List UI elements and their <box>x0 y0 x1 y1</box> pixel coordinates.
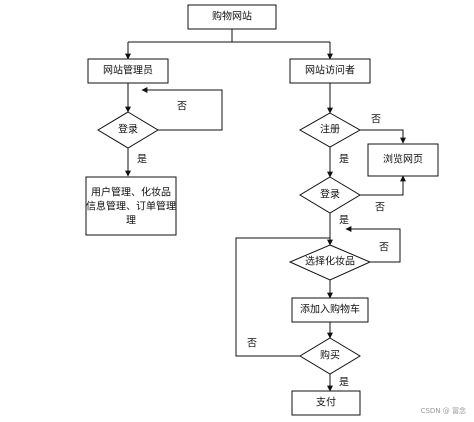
edge-login-no <box>360 175 406 196</box>
edge-select-no-loop <box>345 226 401 263</box>
admin-functions-box <box>85 176 177 236</box>
select-cosmetics-label: 选择化妆品 <box>305 255 355 268</box>
select-cosmetics-diamond <box>288 244 372 281</box>
watermark: CSDN @ 冨念 <box>421 406 466 415</box>
admin-functions-line3: 理 <box>126 215 136 227</box>
register-diamond <box>298 112 362 148</box>
admin-box <box>87 58 169 84</box>
register-label: 注册 <box>320 123 340 136</box>
edge-admin-login-no-loop <box>141 87 223 131</box>
browse-label: 浏览网页 <box>383 153 423 166</box>
shop-site-label: 购物网站 <box>212 10 252 23</box>
browse-box <box>367 143 439 177</box>
admin-functions-line2: 信息管理、订单管理 <box>86 200 176 213</box>
add-to-cart-box <box>291 297 369 323</box>
edges <box>125 29 406 392</box>
admin-label: 网站管理员 <box>103 64 153 77</box>
purchase-yes-label: 是 <box>339 377 349 389</box>
select-no-label: 否 <box>379 242 389 254</box>
visitor-login-diamond <box>299 176 361 214</box>
pay-box <box>291 390 361 416</box>
admin-login-diamond <box>97 111 159 149</box>
visitor-label: 网站访问者 <box>305 64 355 77</box>
edge-purchase-no-loop <box>235 237 330 357</box>
purchase-no-label: 否 <box>247 338 257 350</box>
nodes <box>85 4 439 416</box>
add-to-cart-label: 添加入购物车 <box>300 303 360 316</box>
admin-login-label: 登录 <box>118 123 138 136</box>
register-yes-label: 是 <box>339 154 349 166</box>
admin-login-yes-label: 是 <box>137 154 147 166</box>
pay-label: 支付 <box>316 396 336 409</box>
node-labels: 购物网站 网站管理员 网站访问者 登录 用户管理、化妆品 信息管理、订单管理 理… <box>86 10 423 409</box>
purchase-diamond <box>299 337 361 375</box>
purchase-label: 购买 <box>320 349 340 362</box>
visitor-box <box>289 58 371 84</box>
edge-labels: 否 是 否 是 否 是 否 否 是 <box>137 101 389 389</box>
shop-site-box <box>187 4 277 30</box>
visitor-login-label: 登录 <box>320 188 340 201</box>
register-no-label: 否 <box>371 114 381 126</box>
login-yes-label: 是 <box>339 215 349 227</box>
login-no-label: 否 <box>375 202 385 214</box>
admin-functions-line1: 用户管理、化妆品 <box>91 186 171 199</box>
edge-register-no <box>360 129 406 144</box>
admin-login-no-label: 否 <box>177 101 187 113</box>
